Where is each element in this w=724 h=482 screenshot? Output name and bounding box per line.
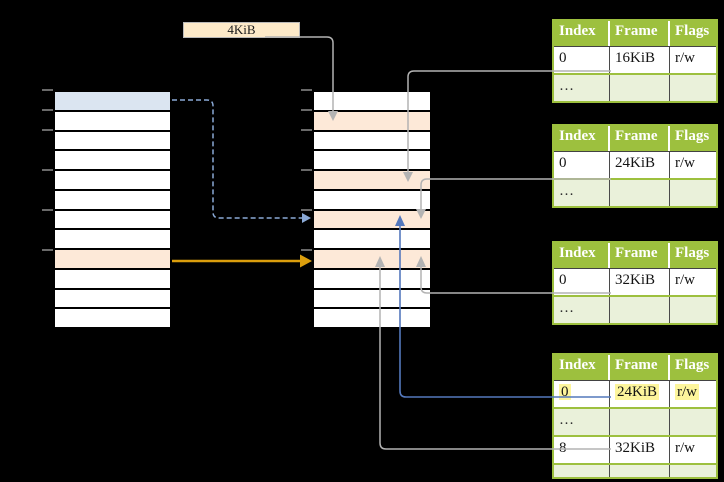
frame-cell [610, 465, 670, 477]
table-row: 0 32KiB r/w [554, 269, 716, 297]
flags-cell: r/w [670, 47, 716, 73]
virtual-memory-row [55, 289, 170, 310]
virtual-memory-row [55, 190, 170, 211]
column-header-index: Index [554, 243, 610, 268]
flags-cell [670, 409, 716, 435]
index-cell: 8 [554, 437, 610, 463]
virtual-memory-row [55, 111, 170, 132]
column-header-flags: Flags [675, 245, 710, 261]
column-header-frame: Frame [610, 21, 670, 46]
virtual-memory-column [53, 90, 172, 329]
index-cell: … [554, 465, 610, 477]
table-row: 0 16KiB r/w [554, 47, 716, 75]
index-cell: … [554, 409, 610, 435]
physical-memory-row [314, 92, 430, 112]
column-header-index: Index [554, 126, 610, 151]
physical-memory-row [314, 230, 430, 250]
page-table-1: Index Frame Flags 0 16KiB r/w … [552, 19, 718, 103]
physical-memory-row [314, 111, 430, 132]
flags-cell: r/w [670, 152, 716, 178]
flags-cell [670, 297, 716, 323]
frame-cell: 32KiB [610, 269, 670, 295]
flags-cell [670, 465, 716, 477]
column-header-flags: Flags [675, 357, 710, 373]
frame-cell [610, 297, 670, 323]
virtual-memory-row [55, 269, 170, 290]
physical-memory-row [314, 151, 430, 171]
page-table-4: Index Frame Flags 0 24KiB r/w … 8 32KiB … [552, 353, 718, 479]
table-row: … [554, 297, 716, 323]
frame-cell: 16KiB [610, 47, 670, 73]
frame-cell [610, 180, 670, 206]
column-header-index: Index [554, 355, 610, 380]
column-header-index: Index [554, 21, 610, 46]
flags-cell: r/w [670, 437, 716, 463]
highlight: 0 [559, 384, 571, 400]
frame-cell [610, 409, 670, 435]
table-row: … [554, 75, 716, 101]
column-header-flags: Flags [675, 128, 710, 144]
flags-cell: r/w [670, 381, 716, 407]
flags-cell [670, 180, 716, 206]
column-header-frame: Frame [610, 243, 670, 268]
physical-memory-column [312, 90, 432, 329]
index-cell: 0 [554, 269, 610, 295]
page-table-2: Index Frame Flags 0 24KiB r/w … [552, 124, 718, 208]
table-row-highlighted: 0 24KiB r/w [554, 381, 716, 409]
frame-cell: 24KiB [610, 152, 670, 178]
virtual-memory-row [55, 151, 170, 171]
physical-memory-row [314, 171, 430, 191]
page-size-label: 4KiB [183, 22, 300, 38]
column-header-frame: Frame [610, 355, 670, 380]
index-cell: 0 [554, 152, 610, 178]
physical-address-ticks [301, 89, 312, 251]
frame-cell: 32KiB [610, 437, 670, 463]
physical-memory-row [314, 309, 430, 327]
physical-memory-row [314, 210, 430, 231]
page-table-3: Index Frame Flags 0 32KiB r/w … [552, 241, 718, 325]
physical-memory-row [314, 289, 430, 310]
table-row: … [554, 180, 716, 206]
highlight: 24KiB [615, 384, 660, 400]
column-header-frame: Frame [610, 126, 670, 151]
virtual-memory-row [55, 92, 170, 112]
virtual-memory-row [55, 131, 170, 152]
index-cell: … [554, 75, 610, 101]
highlight: r/w [675, 384, 699, 400]
index-cell: … [554, 180, 610, 206]
virtual-memory-row [55, 171, 170, 191]
virtual-memory-row [55, 250, 170, 270]
table-row: 0 24KiB r/w [554, 152, 716, 180]
frame-cell [610, 75, 670, 101]
physical-memory-row [314, 190, 430, 211]
index-cell: … [554, 297, 610, 323]
table-header-row: Index Frame Flags [554, 126, 716, 152]
table-header-row: Index Frame Flags [554, 21, 716, 47]
arrow-virtual-page-to-physical-dashed [172, 99, 311, 223]
physical-memory-row [314, 269, 430, 290]
index-cell: 0 [554, 47, 610, 73]
column-header-flags: Flags [675, 23, 710, 39]
virtual-memory-row [55, 210, 170, 231]
flags-cell [670, 75, 716, 101]
index-cell: 0 [554, 381, 610, 407]
virtual-memory-row [55, 230, 170, 250]
physical-memory-row [314, 131, 430, 152]
table-header-row: Index Frame Flags [554, 355, 716, 381]
virtual-address-ticks [42, 89, 53, 251]
arrow-virtual-page-to-physical-orange [172, 254, 312, 268]
table-header-row: Index Frame Flags [554, 243, 716, 269]
table-row: 8 32KiB r/w [554, 437, 716, 465]
frame-cell: 24KiB [610, 381, 670, 407]
table-row: … [554, 409, 716, 437]
physical-memory-row [314, 250, 430, 270]
virtual-memory-row [55, 309, 170, 327]
flags-cell: r/w [670, 269, 716, 295]
table-row: … [554, 465, 716, 477]
